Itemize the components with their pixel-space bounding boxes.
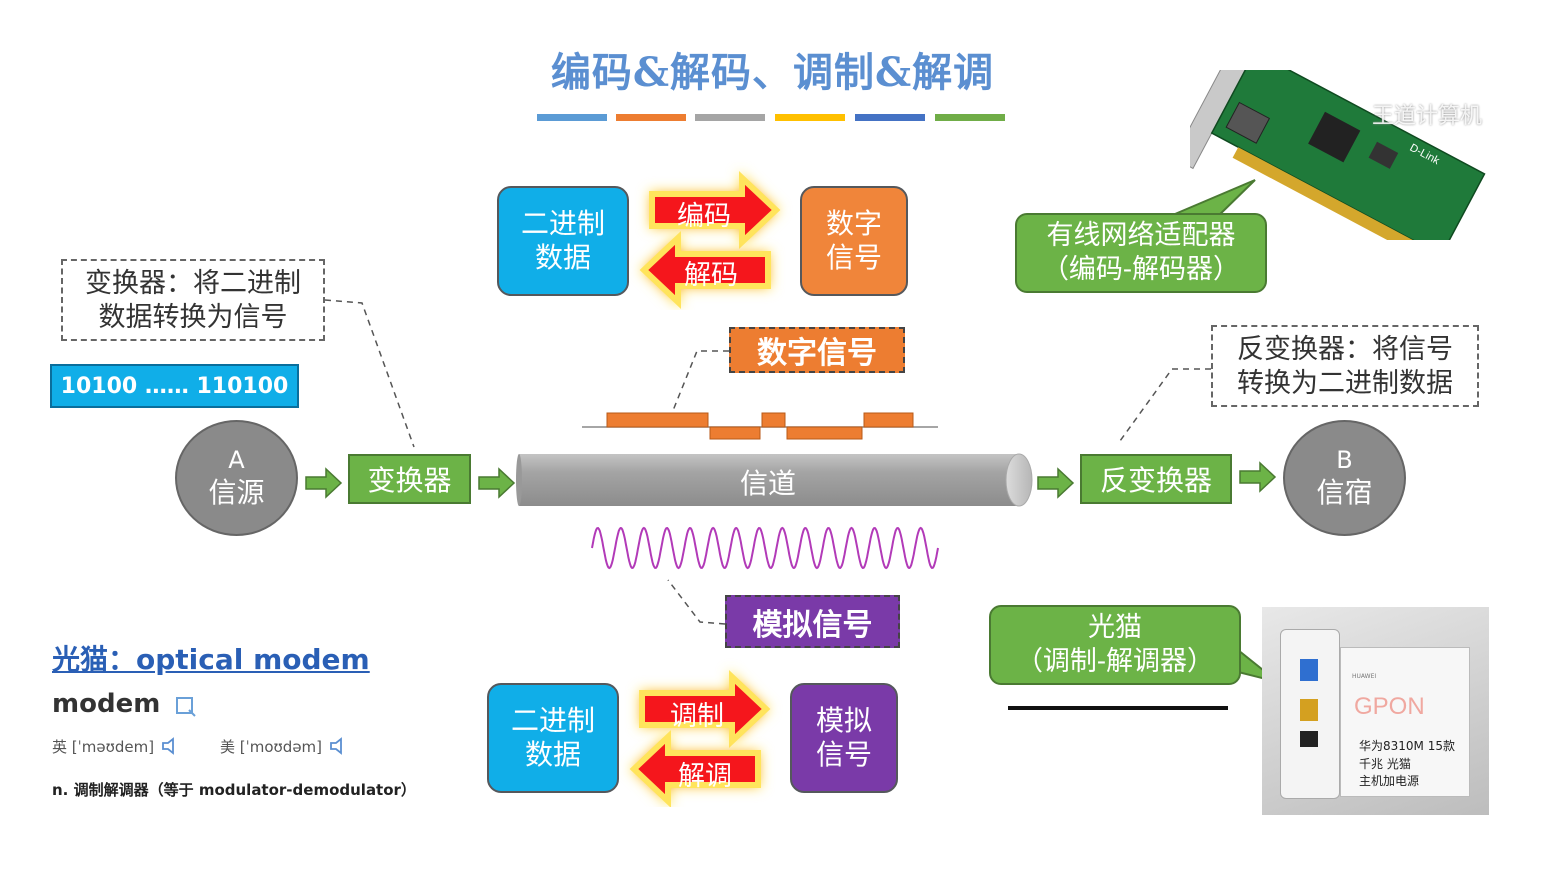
- digital-high-1: [606, 412, 709, 428]
- binary-data-bar: 10100 …… 110100: [50, 364, 299, 408]
- converter-note-line1: 变换器：将二进制: [85, 268, 301, 299]
- sink-letter: B: [1336, 446, 1353, 474]
- top-arrows: [639, 171, 781, 309]
- title-stripe-2: [616, 114, 686, 121]
- uk-pronunciation: 英 [ˈməʊdem]: [52, 738, 155, 756]
- title-stripe-1: [537, 114, 607, 121]
- modem-logo: GPON: [1354, 693, 1425, 720]
- converter-note: 变换器：将二进制 数据转换为信号: [61, 259, 325, 341]
- top-binary-line1: 二进制: [520, 207, 605, 240]
- modem-caption-1: 华为8310M 15款: [1359, 739, 1455, 753]
- analog-wave: [591, 526, 939, 570]
- sink-circle: B 信宿: [1283, 420, 1406, 536]
- demodulate-arrow: [629, 730, 761, 807]
- modem-callout-line1: 光猫: [1088, 612, 1142, 643]
- inverse-note-leader: [1119, 368, 1211, 442]
- digital-tag-leader: [669, 350, 729, 419]
- digital-low-2: [786, 426, 863, 440]
- digital-low-1: [709, 426, 761, 440]
- arrow-inverse-to-sink: [1239, 461, 1277, 493]
- optical-modem-photo: HUAWEI GPON 华为8310M 15款 千兆 光猫 主机加电源: [1262, 607, 1489, 815]
- sink-label: 信宿: [1316, 476, 1373, 509]
- us-speaker-icon[interactable]: [328, 736, 348, 756]
- optical-modem-heading[interactable]: 光猫：optical modem: [52, 643, 370, 676]
- modem-port-3: [1300, 731, 1318, 747]
- top-digital-line2: 信号: [825, 241, 882, 274]
- nic-callout-line2: （编码-解码器）: [1041, 254, 1241, 285]
- converter-note-line2: 数据转换为信号: [98, 302, 288, 333]
- page-title: 编码&解码、调制&解调: [550, 49, 995, 96]
- add-to-wordbook-icon[interactable]: [175, 696, 197, 718]
- uk-speaker-icon[interactable]: [160, 736, 180, 756]
- encode-arrow: [649, 171, 781, 249]
- bottom-binary-line1: 二进制: [510, 704, 595, 737]
- analog-tag-leader: [667, 579, 726, 625]
- channel-pipe: [516, 453, 1033, 507]
- nic-callout-line1: 有线网络适配器: [1046, 220, 1236, 251]
- modem-callout: 光猫 （调制-解调器）: [989, 605, 1241, 685]
- digital-high-2: [761, 412, 786, 428]
- bottom-binary-line2: 数据: [524, 738, 581, 771]
- inverse-note-line1: 反变换器：将信号: [1237, 334, 1453, 365]
- digital-high-3: [863, 412, 914, 428]
- watermark: 王道计算机: [1372, 104, 1483, 129]
- encode-label: 编码: [677, 201, 731, 232]
- converter-box: 变换器: [348, 454, 471, 504]
- bottom-arrows: [629, 670, 771, 807]
- source-label: 信源: [208, 476, 265, 509]
- arrow-channel-to-inverse: [1037, 467, 1075, 499]
- digital-signal-tag: 数字信号: [729, 327, 905, 373]
- title-stripe-3: [695, 114, 765, 121]
- source-circle: A 信源: [175, 420, 298, 536]
- modem-caption-2: 千兆 光猫: [1359, 757, 1411, 771]
- modem-port-2: [1300, 699, 1318, 721]
- analog-signal-tag: 模拟信号: [725, 595, 900, 648]
- us-pronunciation: 美 [ˈmoʊdəm]: [220, 738, 323, 756]
- glossary-term: modem: [52, 689, 161, 719]
- modem-caption-3: 主机加电源: [1359, 774, 1420, 788]
- title-stripe-5: [855, 114, 925, 121]
- modem-brand: HUAWEI: [1352, 673, 1377, 680]
- modem-body-side: [1340, 647, 1470, 797]
- modem-port-1: [1300, 659, 1318, 681]
- converter-note-leader: [324, 299, 415, 448]
- decode-label: 解码: [684, 260, 738, 291]
- modulate-arrow: [639, 670, 771, 748]
- source-letter: A: [228, 446, 245, 474]
- glossary-definition: n. 调制解调器（等于 modulator-demodulator）: [52, 781, 416, 799]
- bottom-binary-data-box: 二进制 数据: [487, 683, 619, 793]
- nic-callout: 有线网络适配器 （编码-解码器）: [1015, 213, 1267, 293]
- top-binary-data-box: 二进制 数据: [497, 186, 629, 296]
- top-binary-line2: 数据: [534, 241, 591, 274]
- title-stripe-6: [935, 114, 1005, 121]
- inverse-note-line2: 转换为二进制数据: [1237, 368, 1453, 399]
- decode-arrow: [639, 231, 771, 309]
- demodulate-label: 解调: [678, 761, 732, 792]
- arrow-converter-to-channel: [478, 467, 516, 499]
- bottom-analog-line1: 模拟: [815, 704, 872, 737]
- inverse-converter-box: 反变换器: [1080, 454, 1232, 504]
- top-digital-line1: 数字: [825, 207, 882, 240]
- bottom-analog-line2: 信号: [815, 738, 872, 771]
- channel-label: 信道: [740, 467, 797, 500]
- modulate-label: 调制: [670, 701, 724, 732]
- modem-callout-line2: （调制-解调器）: [1015, 646, 1215, 677]
- title-stripe-4: [775, 114, 845, 121]
- bottom-analog-signal-box: 模拟 信号: [790, 683, 898, 793]
- inverse-converter-note: 反变换器：将信号 转换为二进制数据: [1211, 325, 1479, 407]
- network-card-image: D-Link: [1190, 70, 1486, 240]
- arrow-source-to-converter: [305, 467, 343, 499]
- top-digital-signal-box: 数字 信号: [800, 186, 908, 296]
